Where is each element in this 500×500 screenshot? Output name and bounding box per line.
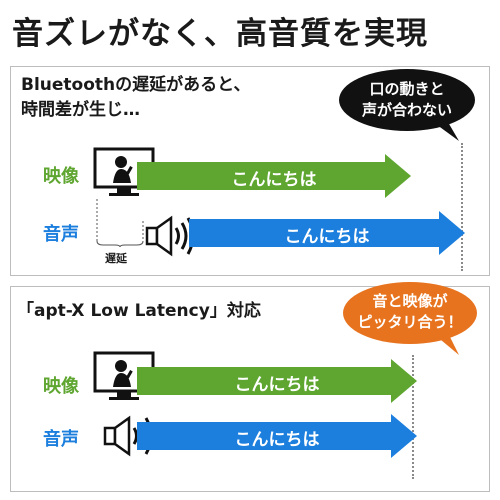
video-row-label: 映像 <box>43 166 79 187</box>
bottom-bubble-line1: 音と映像が <box>372 292 448 310</box>
audio-arrow-shape <box>137 414 417 458</box>
speaker-icon <box>145 215 195 257</box>
video-row-label: 映像 <box>43 376 79 397</box>
delay-bracket <box>96 199 144 247</box>
video-arrow: こんにちは <box>137 154 411 198</box>
orange-bubble-shape <box>343 282 477 355</box>
video-arrow: こんにちは <box>137 359 417 403</box>
top-bubble-line2: 声が合わない <box>361 101 452 119</box>
delay-label: 遅延 <box>105 252 127 265</box>
black-bubble-shape <box>339 69 475 141</box>
audio-arrow-text: こんにちは <box>234 430 320 450</box>
sync-reference-line <box>461 143 463 271</box>
video-arrow-text: こんにちは <box>234 375 320 395</box>
top-panel-text-line1: Bluetoothの遅延があると、 <box>21 75 251 95</box>
audio-row-label: 音声 <box>43 224 79 245</box>
sync-reference-line <box>412 355 414 479</box>
top-speech-bubble: 口の動きと 声が合わない <box>337 67 477 141</box>
bottom-panel: 「apt-X Low Latency」対応 音と映像が ピッタリ合う！ 映像 音… <box>10 282 490 492</box>
audio-arrow-text: こんにちは <box>284 227 370 247</box>
audio-arrow: こんにちは <box>137 414 417 458</box>
top-panel-text-line2: 時間差が生じ… <box>21 100 140 120</box>
headline: 音ズレがなく、高音質を実現 <box>12 16 428 52</box>
bottom-panel-title: 「apt-X Low Latency」対応 <box>17 301 261 321</box>
audio-arrow: こんにちは <box>189 211 465 255</box>
top-bubble-line1: 口の動きと <box>369 80 445 98</box>
video-arrow-shape <box>137 359 417 403</box>
bottom-speech-bubble: 音と映像が ピッタリ合う！ <box>341 279 479 355</box>
bottom-bubble-line2: ピッタリ合う！ <box>357 313 463 331</box>
audio-arrow-shape <box>189 211 465 255</box>
video-arrow-text: こんにちは <box>231 170 317 190</box>
video-arrow-shape <box>137 154 411 198</box>
audio-row-label: 音声 <box>43 429 79 450</box>
top-panel: Bluetoothの遅延があると、 時間差が生じ… 口の動きと 声が合わない 映… <box>10 66 490 276</box>
